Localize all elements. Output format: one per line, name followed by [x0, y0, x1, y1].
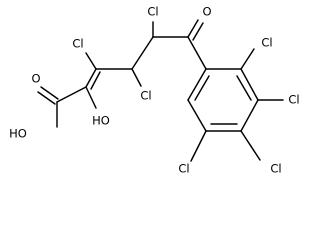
bond-c2-c3-double-b	[90, 71, 101, 90]
structure-canvas: Cl Cl Cl O O HO HO Cl Cl Cl Cl	[9, 4, 300, 176]
chlorine-label-c4: Cl	[140, 89, 151, 103]
ring-chlorine-label-2: Cl	[261, 36, 272, 50]
alkenyl-hydroxyl-label: HO	[92, 114, 110, 128]
ring-chlorine-label-5: Cl	[178, 162, 189, 176]
ketone-oxygen-label: O	[202, 5, 211, 19]
bond-c1-o-double-a	[40, 86, 59, 100]
bond-c2-c3-double-a	[85, 68, 97, 88]
chlorine-label-c3: Cl	[72, 37, 83, 51]
bond-c1-c2	[56, 86, 87, 103]
ring-cl-5-bond	[190, 130, 207, 162]
bond-layer	[37, 19, 284, 162]
bond-c6-ring	[187, 36, 207, 70]
ring-chlorine-label-3: Cl	[288, 93, 299, 107]
bond-c4-cl	[131, 68, 142, 87]
ring-bond-5-6	[187, 99, 207, 132]
ring-inner-bond-a	[236, 75, 252, 101]
ring-inner-bond-c	[194, 75, 210, 101]
bond-c3-cl	[85, 52, 97, 70]
bond-c4-c5	[131, 36, 154, 70]
carboxyl-carbonyl-oxygen-label: O	[31, 72, 40, 86]
bond-c1-o-double-b	[37, 91, 56, 105]
bond-c2-oh	[85, 86, 97, 109]
bond-c6-o-double-b	[192, 22, 204, 41]
ring-cl-4-bond	[240, 130, 261, 161]
ring-cl-2-bond	[240, 48, 255, 70]
atom-label-layer: Cl Cl Cl O O HO HO Cl Cl Cl Cl	[9, 5, 299, 176]
bond-c6-o-double-a	[187, 19, 199, 38]
chemical-structure: Cl Cl Cl O O HO HO Cl Cl Cl Cl	[9, 5, 299, 176]
chlorine-label-c5: Cl	[147, 5, 158, 19]
ring-bond-6-1	[187, 68, 207, 101]
carboxyl-hydroxyl-label: HO	[9, 127, 27, 141]
ring-bond-3-4	[240, 99, 259, 132]
ring-bond-2-3	[240, 68, 259, 101]
ring-chlorine-label-4: Cl	[270, 162, 281, 176]
